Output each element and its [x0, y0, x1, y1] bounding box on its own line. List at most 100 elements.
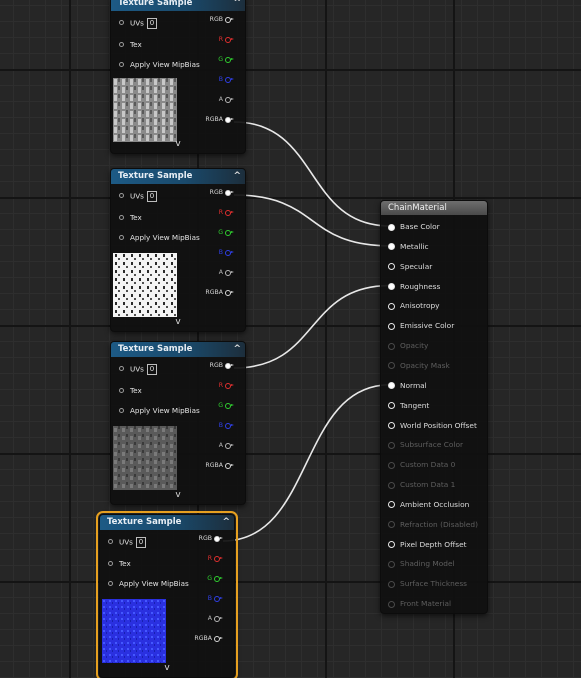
expand-chevron-icon[interactable]: v — [164, 663, 170, 673]
output-pin-g[interactable]: G — [191, 402, 234, 410]
output-pin-rgb[interactable]: RGB — [191, 362, 234, 370]
input-pin-icon[interactable] — [388, 322, 395, 330]
input-pin-icon[interactable] — [388, 422, 395, 429]
output-pin-icon[interactable] — [225, 289, 234, 296]
output-pin-label: G — [207, 575, 212, 582]
output-pin-icon[interactable] — [214, 575, 223, 582]
output-pin-r[interactable]: R — [191, 209, 234, 217]
output-pin-icon[interactable] — [214, 615, 223, 622]
output-pin-icon[interactable] — [214, 635, 223, 642]
input-pin-icon[interactable] — [119, 235, 124, 240]
input-pin-icon[interactable] — [388, 223, 395, 231]
input-pin-icon[interactable] — [388, 382, 395, 390]
material-input-anisotropy[interactable]: Anisotropy — [388, 301, 440, 311]
output-pin-icon[interactable] — [225, 56, 234, 63]
input-pin-icon[interactable] — [108, 581, 113, 586]
output-pin-icon[interactable] — [225, 269, 234, 276]
material-input-tangent[interactable]: Tangent — [388, 401, 429, 411]
input-pin-icon[interactable] — [108, 539, 113, 544]
collapse-chevron-icon[interactable]: ^ — [233, 344, 241, 354]
output-pin-rgba[interactable]: RGBA — [191, 116, 234, 124]
output-pin-icon[interactable] — [225, 16, 234, 23]
input-pin-icon[interactable] — [388, 263, 395, 271]
output-pin-rgb[interactable]: RGB — [191, 16, 234, 24]
expand-chevron-icon[interactable]: v — [175, 139, 181, 149]
output-pin-icon[interactable] — [225, 422, 234, 429]
input-pin-icon[interactable] — [119, 388, 124, 393]
output-pin-icon[interactable] — [214, 555, 223, 562]
input-pin-icon[interactable] — [388, 283, 395, 291]
output-pin-a[interactable]: A — [180, 615, 223, 623]
collapse-chevron-icon[interactable]: ^ — [222, 517, 230, 527]
output-pin-icon[interactable] — [214, 535, 223, 542]
output-pin-icon[interactable] — [225, 36, 234, 43]
input-pin-icon[interactable] — [119, 20, 124, 25]
material-input-pixel-depth-offset[interactable]: Pixel Depth Offset — [388, 540, 467, 550]
expand-chevron-icon[interactable]: v — [175, 490, 181, 500]
input-pin-icon[interactable] — [119, 193, 124, 198]
uv-index-input[interactable]: 0 — [146, 18, 157, 29]
collapse-chevron-icon[interactable]: ^ — [233, 0, 241, 8]
output-pin-r[interactable]: R — [191, 382, 234, 390]
input-pin-icon[interactable] — [119, 215, 124, 220]
output-pin-rgba[interactable]: RGBA — [191, 462, 234, 470]
input-pin-icon[interactable] — [388, 541, 395, 549]
output-pin-icon[interactable] — [225, 462, 234, 469]
output-pin-a[interactable]: A — [191, 269, 234, 277]
material-input-base-color[interactable]: Base Color — [388, 222, 440, 232]
output-pin-g[interactable]: G — [191, 229, 234, 237]
collapse-chevron-icon[interactable]: ^ — [233, 171, 241, 181]
output-pin-b[interactable]: B — [191, 76, 234, 84]
material-input-roughness[interactable]: Roughness — [388, 282, 440, 292]
input-pin-icon[interactable] — [388, 402, 395, 410]
output-pin-g[interactable]: G — [180, 575, 223, 583]
output-pin-icon[interactable] — [225, 209, 234, 216]
input-pin-icon[interactable] — [108, 561, 113, 566]
output-pin-icon[interactable] — [225, 189, 234, 196]
input-pin-icon[interactable] — [388, 302, 395, 310]
output-pin-icon[interactable] — [225, 382, 234, 389]
output-pin-icon[interactable] — [225, 116, 234, 123]
output-pin-icon[interactable] — [225, 96, 234, 103]
input-pin-icon[interactable] — [388, 501, 395, 509]
output-pin-rgba[interactable]: RGBA — [191, 289, 234, 297]
expand-chevron-icon[interactable]: v — [175, 317, 181, 327]
output-pin-icon[interactable] — [225, 229, 234, 236]
output-pin-icon[interactable] — [225, 362, 234, 369]
material-input-emissive-color[interactable]: Emissive Color — [388, 321, 454, 331]
material-input-specular[interactable]: Specular — [388, 262, 432, 272]
output-pin-rgba[interactable]: RGBA — [180, 635, 223, 643]
output-pin-b[interactable]: B — [180, 595, 223, 603]
output-pin-rgb[interactable]: RGB — [191, 189, 234, 197]
material-input-world-position-offset[interactable]: World Position Offset — [388, 421, 477, 431]
input-pin-icon[interactable] — [119, 366, 124, 371]
output-pin-icon[interactable] — [214, 595, 223, 602]
input-pin-icon[interactable] — [119, 62, 124, 67]
output-pin-b[interactable]: B — [191, 422, 234, 430]
uv-index-input[interactable]: 0 — [146, 364, 157, 375]
output-pin-rgb[interactable]: RGB — [180, 535, 223, 543]
output-pin-g[interactable]: G — [191, 56, 234, 64]
output-pin-icon[interactable] — [225, 442, 234, 449]
output-pin-r[interactable]: R — [191, 36, 234, 44]
input-pin-icon[interactable] — [119, 42, 124, 47]
uv-index-input[interactable]: 0 — [146, 191, 157, 202]
material-input-ambient-occlusion[interactable]: Ambient Occlusion — [388, 500, 469, 510]
input-pin-icon[interactable] — [388, 243, 395, 251]
output-pin-b[interactable]: B — [191, 249, 234, 257]
uv-index-input[interactable]: 0 — [135, 537, 146, 548]
output-pin-a[interactable]: A — [191, 442, 234, 450]
output-pin-a[interactable]: A — [191, 96, 234, 104]
output-pin-icon[interactable] — [225, 402, 234, 409]
output-pin-icon[interactable] — [225, 76, 234, 83]
output-pin-r[interactable]: R — [180, 555, 223, 563]
material-input-metallic[interactable]: Metallic — [388, 242, 429, 252]
output-pin-icon[interactable] — [225, 249, 234, 256]
material-input-normal[interactable]: Normal — [388, 381, 427, 391]
input-pin-icon[interactable] — [119, 408, 124, 413]
